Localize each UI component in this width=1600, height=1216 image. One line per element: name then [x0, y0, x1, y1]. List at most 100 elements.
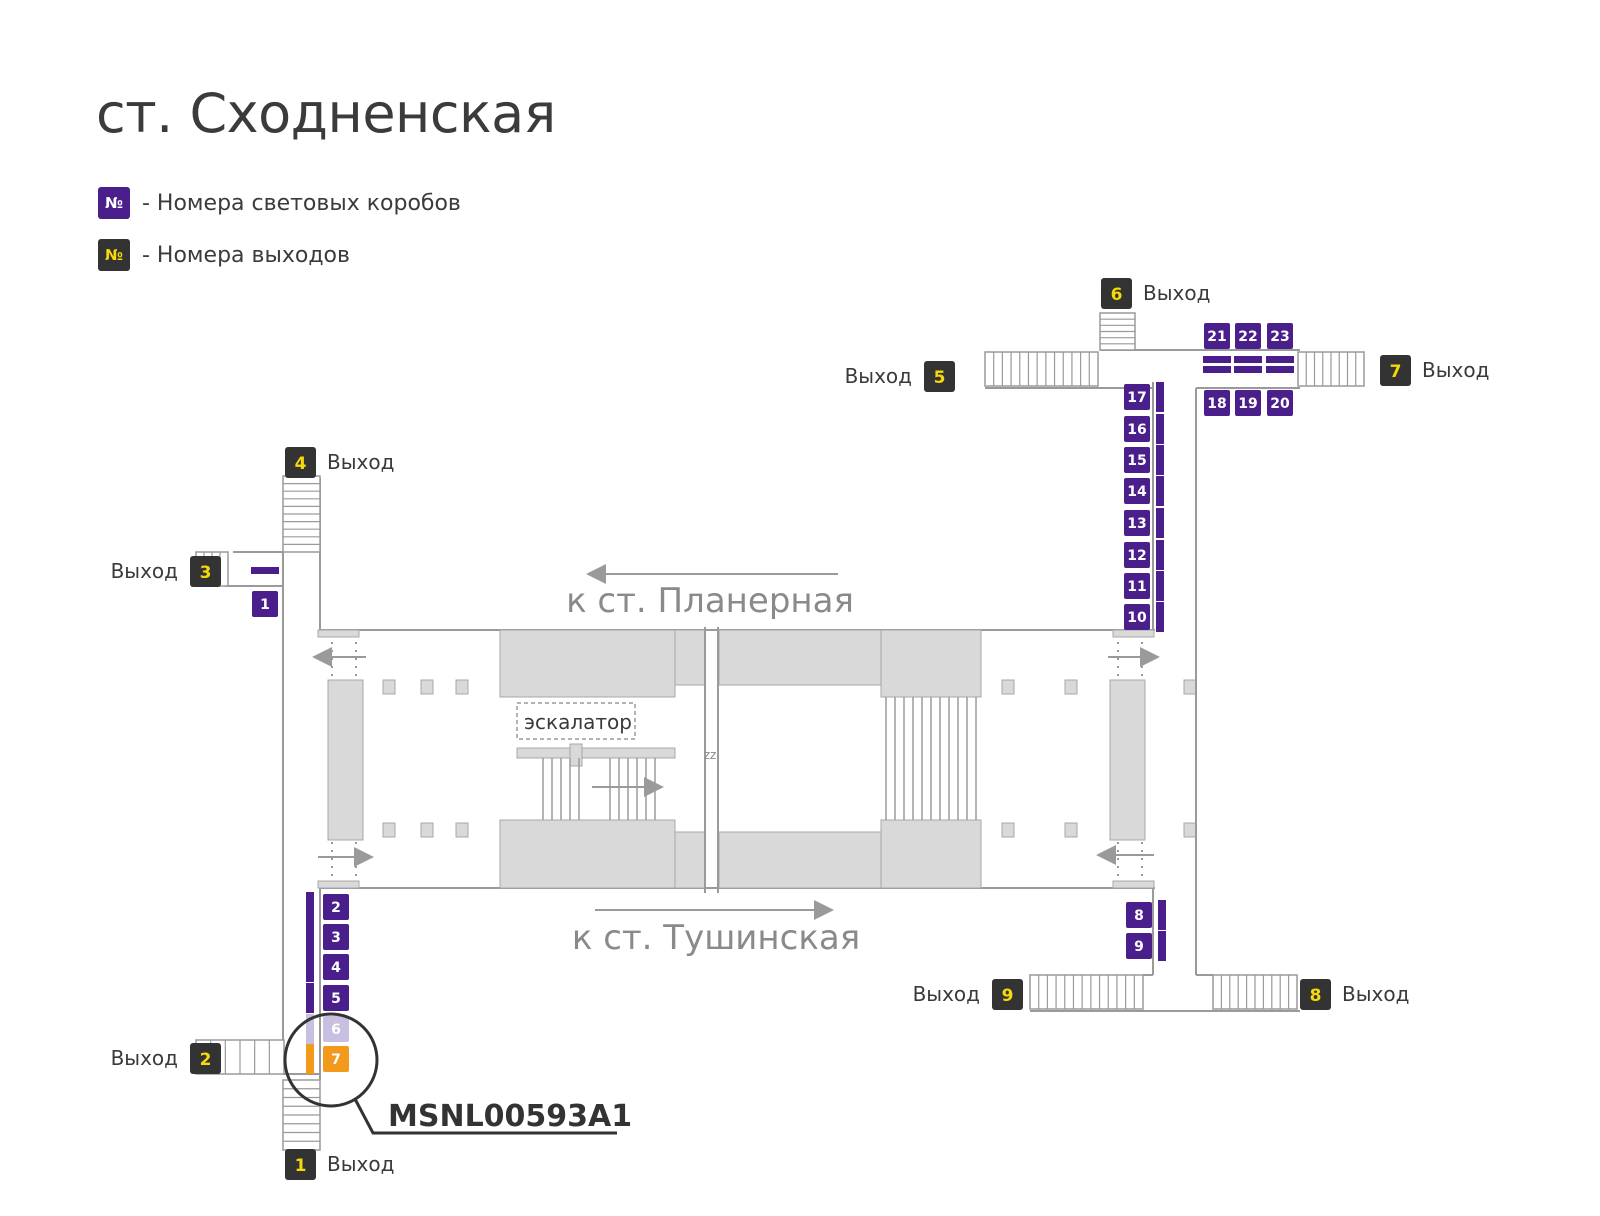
- light-box-bar: [1234, 366, 1262, 373]
- light-box-8: 8: [1126, 900, 1166, 930]
- light-box-number: 23: [1270, 329, 1289, 345]
- light-box-20: 20: [1266, 366, 1294, 416]
- highlight-circle: [283, 1012, 379, 1108]
- light-box-tile: [1124, 604, 1150, 630]
- light-box-18: 18: [1203, 366, 1231, 416]
- station-structure: [195, 312, 1365, 1151]
- light-box-tile: [323, 1046, 349, 1072]
- platform-right: [1109, 679, 1146, 841]
- light-box-21: 21: [1203, 323, 1231, 363]
- light-box-number: 16: [1127, 422, 1146, 438]
- light-box-9: 9: [1126, 931, 1166, 961]
- exit-label: Выход: [327, 1152, 394, 1176]
- exit-label: Выход: [1143, 281, 1210, 305]
- light-box-tile: [323, 985, 349, 1011]
- light-box-23: 23: [1266, 323, 1294, 363]
- exit-number: 3: [200, 563, 212, 583]
- pillar: [420, 679, 434, 695]
- central-block: [880, 819, 982, 889]
- legend-exit-swatch: №: [98, 239, 130, 271]
- light-box-bar: [1234, 356, 1262, 363]
- exit-number: 5: [934, 368, 946, 388]
- light-box-bar: [306, 952, 314, 982]
- central-block: [718, 831, 882, 889]
- light-box-number: 12: [1127, 548, 1146, 564]
- exit-badge: [1300, 979, 1331, 1010]
- light-box-number: 1: [260, 597, 270, 613]
- light-box-number: 14: [1127, 484, 1147, 500]
- light-box-tile: [1235, 390, 1261, 416]
- central-block: [674, 629, 706, 686]
- light-box-number: 10: [1127, 610, 1147, 626]
- central-block: [880, 629, 982, 698]
- light-box-number: 18: [1207, 396, 1226, 412]
- light-box-tile: [1267, 390, 1293, 416]
- central-block: [674, 831, 706, 889]
- exit-label: Выход: [327, 450, 394, 474]
- stairs-exit-5: [984, 351, 1099, 387]
- light-box-bar: [1156, 445, 1164, 475]
- light-box-bar: [251, 567, 279, 574]
- light-box-bar: [1266, 366, 1294, 373]
- light-box-13: 13: [1124, 508, 1164, 538]
- pillar: [1001, 679, 1015, 695]
- exit-number: 4: [295, 454, 307, 474]
- light-box-number: 21: [1207, 329, 1226, 345]
- light-box-tile: [323, 954, 349, 980]
- exit-label: Выход: [1342, 982, 1409, 1006]
- light-box-17: 17: [1124, 382, 1164, 412]
- light-box-bar: [1158, 931, 1166, 961]
- light-box-tile: [1124, 542, 1150, 568]
- light-box-number: 22: [1238, 329, 1257, 345]
- light-box-tile: [323, 894, 349, 920]
- highlight-code: MSNL00593A1: [388, 1099, 632, 1134]
- exit-badge: [190, 1043, 221, 1074]
- direction-label-planernaya: к ст. Планерная: [566, 581, 854, 621]
- light-box-bar: [1266, 356, 1294, 363]
- light-box-tile: [1126, 902, 1152, 928]
- escalator-rail: [516, 747, 676, 759]
- light-box-3: 3: [306, 922, 349, 952]
- pillar: [1064, 679, 1078, 695]
- hall-door: [1112, 880, 1155, 889]
- light-box-tile: [1204, 323, 1230, 349]
- light-box-bar: [1156, 382, 1164, 412]
- legend-exit-text: - Номера выходов: [142, 242, 350, 268]
- exit-badge: [992, 979, 1023, 1010]
- exit-4: 4 Выход: [285, 447, 394, 478]
- light-box-number: 2: [331, 900, 341, 916]
- light-box-number: 19: [1238, 396, 1257, 412]
- light-box-2: 2: [306, 892, 349, 922]
- light-box-tile: [252, 591, 278, 617]
- escalator-handle: [569, 743, 583, 767]
- light-box-tile: [1126, 933, 1152, 959]
- legend-box-swatch: №: [98, 187, 130, 219]
- platform-left: [327, 679, 364, 841]
- light-box-10: 10: [1124, 602, 1164, 632]
- pillar: [455, 822, 469, 838]
- light-box-4: 4: [306, 952, 349, 982]
- exit-number: 7: [1390, 362, 1402, 382]
- light-box-tile: [1204, 390, 1230, 416]
- direction-label-tushinskaya: к ст. Тушинская: [572, 918, 860, 958]
- page-title: ст. Сходненская: [96, 82, 556, 145]
- light-box-number: 17: [1127, 390, 1146, 406]
- light-box-bar: [1203, 356, 1231, 363]
- light-box-number: 4: [331, 960, 341, 976]
- central-block: [718, 629, 882, 686]
- pillar: [382, 822, 396, 838]
- light-box-tile: [1124, 447, 1150, 473]
- light-box-number: 13: [1127, 516, 1146, 532]
- exit-badge: [285, 1149, 316, 1180]
- central-block: [499, 629, 676, 698]
- exit-label: Выход: [913, 982, 980, 1006]
- light-box-bar: [1156, 476, 1164, 506]
- light-box-bar: [1158, 900, 1166, 930]
